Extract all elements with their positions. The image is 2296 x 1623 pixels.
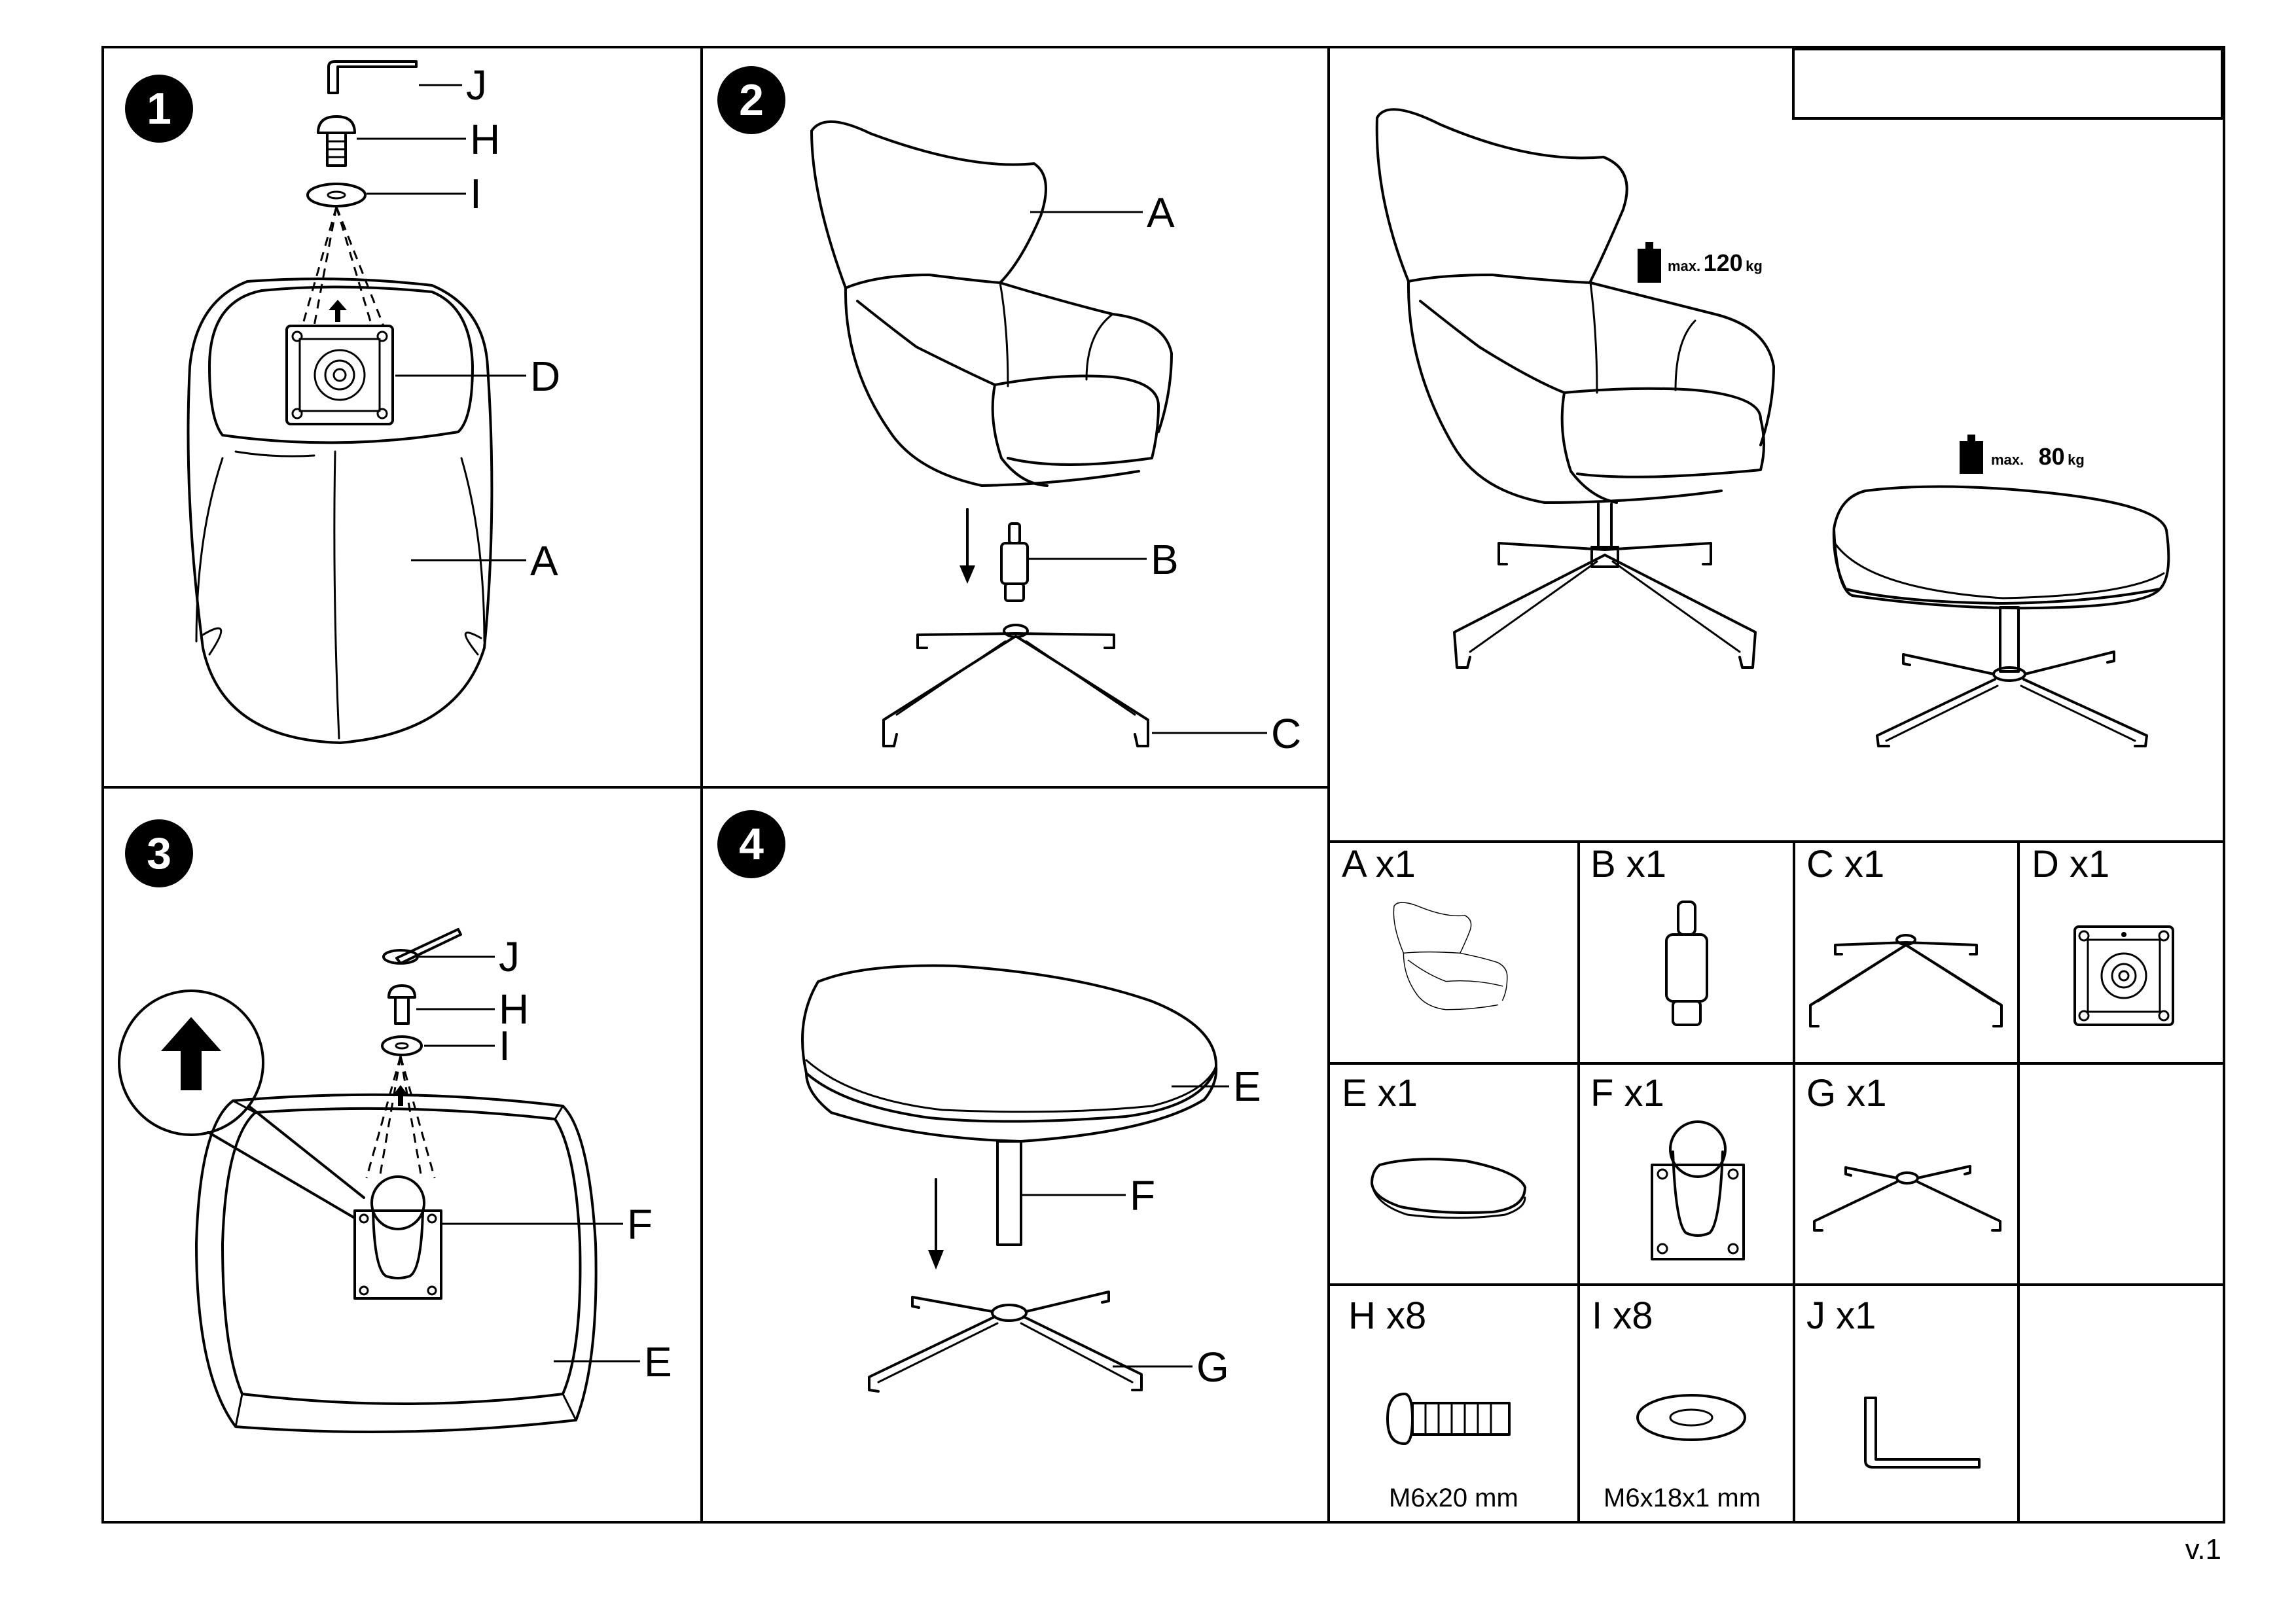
chair-rear-view [187,277,493,744]
step-3-badge: 3 [125,819,193,887]
step-3-number: 3 [147,829,171,878]
part-b-label: B x1 [1590,843,1666,885]
up-arrow-icon [329,300,347,322]
allen-key-icon [395,928,462,965]
allen-key-icon [1864,1397,1981,1469]
step-2-panel: 2 A B [717,66,1301,757]
up-arrow-icon [161,1017,221,1090]
mounting-plate-icon [285,325,394,425]
chair-weight-value: 120 [1704,249,1743,276]
part-j-label: J x1 [1806,1294,1876,1337]
step-2-label-b: B [1151,536,1179,583]
chair-base-icon [1809,934,2003,1027]
ottoman-post-icon [353,1175,442,1300]
step-2-badge: 2 [717,66,785,134]
ottoman-base-icon [868,1291,1143,1393]
ottoman-post-icon [1651,1120,1745,1260]
step-4-panel: 4 E F G [717,810,1261,1393]
part-a-label: A x1 [1342,843,1416,885]
armchair-drawing [810,120,1173,487]
ottoman-base-icon [1813,1165,2001,1232]
part-f-label: F x1 [1590,1072,1664,1115]
step-1-label-a: A [530,537,558,584]
step-3-panel: 3 J H I [118,819,672,1433]
bolt-icon [1386,1393,1511,1445]
bolt-icon [387,984,416,999]
step-4-number: 4 [739,819,764,869]
ottoman-cushion-icon [801,964,1218,1143]
ottoman-weight-limit: max. 80 kg [1960,435,2085,474]
step-3-label-e: E [644,1338,672,1385]
ottoman-weight-unit: kg [2068,452,2085,468]
part-c-label: C x1 [1806,843,1884,885]
title-box [1792,48,2223,120]
step-1-badge: 1 [125,75,193,143]
ottoman-weight-value: 80 [2039,443,2065,470]
part-h-label: H x8 [1348,1294,1426,1337]
step-4-label-e: E [1233,1063,1261,1110]
washer-icon [306,183,367,207]
step-3-label-i: I [499,1022,511,1069]
step-4-label-g: G [1196,1344,1229,1391]
washer-icon [1636,1394,1746,1441]
part-g-label: G x1 [1806,1072,1887,1115]
assembled-overview: max. 120 kg max. 80 kg [1375,108,2170,747]
allen-key-icon [327,60,418,94]
assembled-chair [1375,108,1775,669]
svg-text:max. 80 kg: max. 80 kg [1991,443,2085,470]
part-i-label: I x8 [1592,1294,1653,1337]
mounting-plate-icon [2073,925,2174,1026]
ottoman-underside [195,1093,598,1433]
chair-base-icon [882,624,1149,747]
step-1-label-i: I [470,170,482,217]
chair-weight-unit: kg [1746,258,1763,274]
ottoman-post-icon [996,1140,1022,1246]
step-1-label-h: H [470,116,500,163]
chair-weight-limit: max. 120 kg [1638,242,1763,283]
gas-cylinder-icon [1665,901,1708,1026]
step-1-panel: 1 J H I [125,60,560,744]
parts-list: A x1 B x1 C x1 D x1 [1342,843,2174,1512]
chair-weight-prefix: max. [1668,258,1700,274]
step-1-number: 1 [147,84,171,134]
ottoman-weight-prefix: max. [1991,452,2024,468]
assembled-ottoman [1832,485,2170,747]
svg-text:max. 120 kg: max. 120 kg [1668,249,1763,276]
armchair-seat-icon [1393,902,1508,1010]
weight-icon [1960,435,1983,474]
washer-icon [381,1035,423,1056]
step-3-label-j: J [499,933,520,980]
part-h-spec: M6x20 mm [1389,1484,1518,1512]
step-1-label-d: D [530,353,560,400]
step-3-label-f: F [627,1201,653,1248]
step-2-label-c: C [1271,710,1301,757]
step-4-label-f: F [1130,1172,1155,1219]
step-3-label-h: H [499,986,529,1033]
grid-frame [101,46,2225,1524]
bolt-icon [317,115,356,134]
gas-cylinder-icon [1000,522,1029,602]
ottoman-cushion-icon [1371,1158,1526,1219]
part-e-label: E x1 [1342,1072,1418,1115]
step-2-label-a: A [1147,189,1175,236]
version-label: v.1 [2185,1533,2221,1565]
step-1-label-j: J [466,62,487,109]
part-i-spec: M6x18x1 mm [1604,1484,1761,1512]
part-d-label: D x1 [2032,843,2109,885]
zoom-callout [118,990,365,1219]
step-4-badge: 4 [717,810,785,878]
step-2-number: 2 [739,75,764,125]
weight-icon [1638,242,1661,283]
